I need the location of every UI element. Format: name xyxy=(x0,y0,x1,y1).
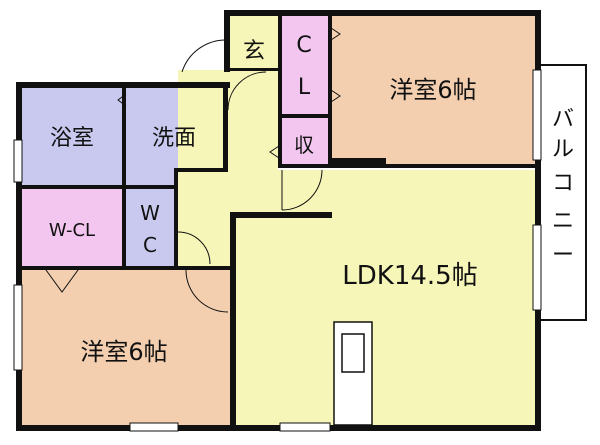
label-yoshitsu-sw: 洋室6帖 xyxy=(80,338,167,366)
arrow-storage xyxy=(269,145,280,159)
ldk-fill xyxy=(234,170,535,425)
window-sw-left xyxy=(13,284,23,371)
door-sw-bedroom xyxy=(185,269,229,313)
bedroom-ne-fill xyxy=(332,16,535,165)
window-ne-right xyxy=(532,69,542,161)
balcony-char: ル xyxy=(552,137,574,162)
label-shuno: 収 xyxy=(294,133,314,157)
arrow-closet-bottom xyxy=(330,89,341,103)
room-labels: 玄 C L 収 洋室6帖 浴室 洗面 W-CL W C LDK14.5帖 洋室6… xyxy=(49,33,478,366)
balcony-char: ニ xyxy=(552,209,574,234)
doors xyxy=(45,27,341,313)
door-wcl xyxy=(45,269,79,293)
window-ldk-bottom xyxy=(279,422,331,432)
entrance-fill xyxy=(230,16,278,68)
window-bath xyxy=(13,139,23,183)
toilet-fill xyxy=(126,189,174,266)
arrow-closet-top xyxy=(330,27,341,41)
walls xyxy=(16,10,541,431)
label-closet-c: C xyxy=(296,33,311,58)
balcony-char: バ xyxy=(552,107,574,132)
walk-in-closet-fill xyxy=(22,189,122,266)
arrow-bath xyxy=(117,93,127,107)
door-entrance xyxy=(181,39,229,73)
label-yoshitsu-ne: 洋室6帖 xyxy=(389,76,476,104)
label-closet-l: L xyxy=(298,75,311,100)
door-ldk-hall xyxy=(281,169,323,211)
balcony-label: バ ル コ ニ ー xyxy=(552,107,574,268)
window-sw-bottom xyxy=(129,422,179,432)
balcony-char: ー xyxy=(552,243,574,268)
closet-fill xyxy=(282,16,328,114)
label-wcl: W-CL xyxy=(49,220,95,241)
door-wash xyxy=(227,71,267,111)
storage-fill xyxy=(282,118,328,168)
bathroom-fill xyxy=(22,88,122,185)
balcony-char: コ xyxy=(552,171,574,196)
window-ldk-right xyxy=(532,224,542,311)
label-genkan: 玄 xyxy=(243,39,265,64)
label-senmen: 洗面 xyxy=(152,126,196,151)
label-wc-w: W xyxy=(140,201,160,225)
label-wc-c: C xyxy=(143,233,157,257)
kitchen-sink xyxy=(333,321,373,426)
label-ldk: LDK14.5帖 xyxy=(342,261,477,291)
windows xyxy=(13,69,542,432)
door-wc xyxy=(177,231,211,265)
label-yokushitsu: 浴室 xyxy=(50,126,94,151)
